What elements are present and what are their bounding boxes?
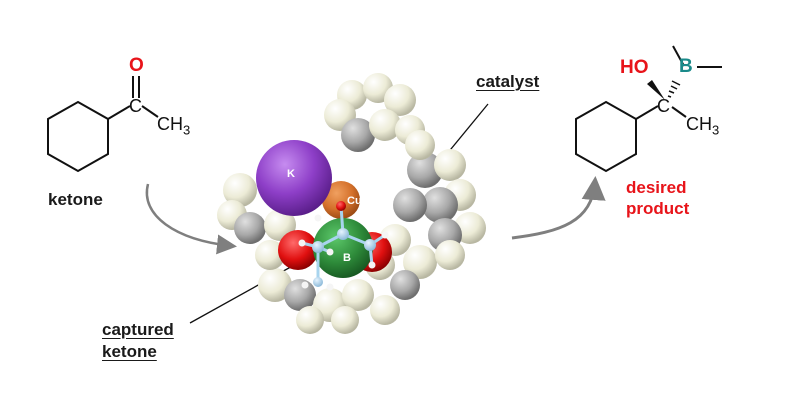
product-methyl-label: CH3 <box>686 114 720 138</box>
hashed-bond <box>667 80 681 98</box>
desired-product-label-line1: desired <box>626 178 687 197</box>
ketone-carbon-label: C <box>129 96 142 116</box>
product-hydroxyl-label: HO <box>620 57 649 78</box>
desired-product-label-line2: product <box>626 199 690 218</box>
reaction-arrow-right <box>511 176 606 240</box>
ketone-methyl-label: CH3 <box>157 114 191 138</box>
potassium-atom-label: K <box>287 168 295 180</box>
catalyst-complex-model <box>217 73 486 334</box>
catalyst-label: catalyst <box>476 72 540 91</box>
captured-ketone-label-line2: ketone <box>102 342 157 361</box>
product-boron-label: B <box>679 56 693 77</box>
captured-leader-line <box>189 258 306 324</box>
product-carbon-label: C <box>657 96 670 116</box>
cyclohexane-ring-left <box>47 76 159 173</box>
ketone-oxygen-label: O <box>129 55 144 76</box>
copper-atom-label: Cu <box>347 195 362 207</box>
reaction-arrow-left <box>145 183 237 255</box>
ketone-label: ketone <box>48 190 103 209</box>
product-skeleton <box>575 45 722 173</box>
captured-ketone-label-line1: captured <box>102 320 174 339</box>
wedge-bond <box>647 80 665 100</box>
boron-atom-label: B <box>343 252 351 264</box>
